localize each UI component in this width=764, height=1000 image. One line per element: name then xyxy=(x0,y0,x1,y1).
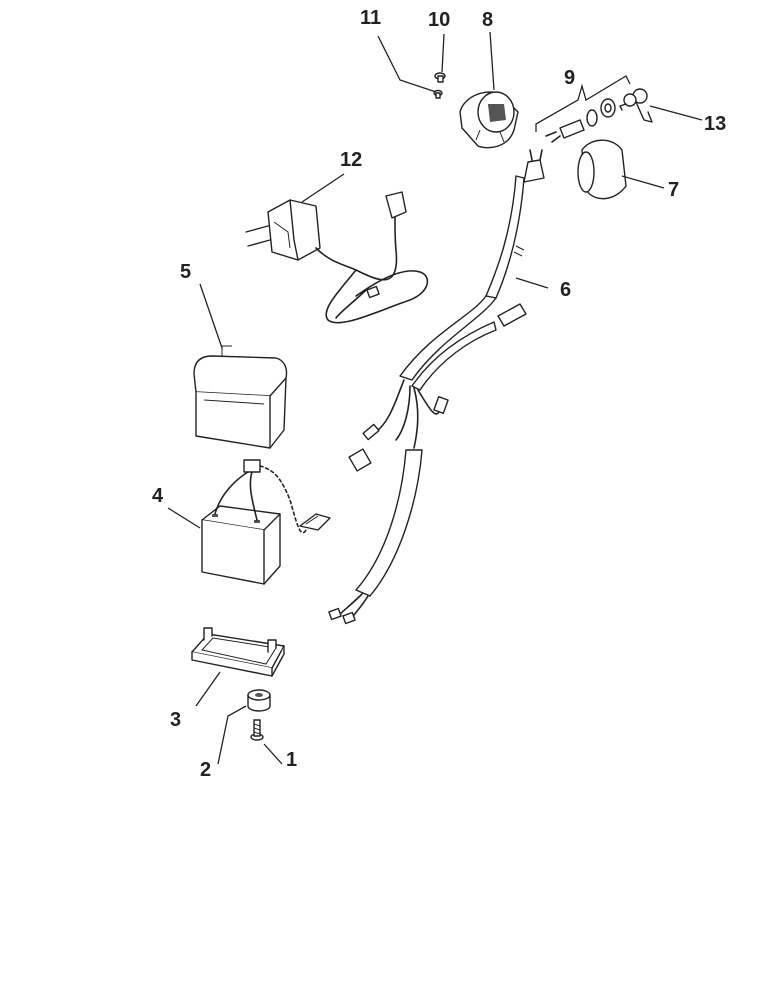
callout-12: 12 xyxy=(340,149,362,171)
part-12-charger xyxy=(245,191,429,324)
callout-9: 9 xyxy=(564,67,575,89)
part-9-key-switch xyxy=(545,98,616,143)
callout-10: 10 xyxy=(428,9,450,31)
callout-1: 1 xyxy=(286,749,297,771)
part-6-wiring-harness xyxy=(328,149,545,625)
part-5-battery-cover xyxy=(193,345,288,449)
callout-7: 7 xyxy=(668,179,679,201)
part-3-battery-tray xyxy=(191,627,285,677)
callout-2: 2 xyxy=(200,759,211,781)
callout-11: 11 xyxy=(360,7,381,29)
part-8-switch-housing xyxy=(459,91,519,149)
part-10-screw xyxy=(434,72,446,83)
callout-5: 5 xyxy=(180,261,191,283)
callout-labels: 1 2 3 4 5 6 7 8 9 10 11 12 13 xyxy=(152,7,726,781)
part-2-spacer xyxy=(247,689,271,712)
callout-8: 8 xyxy=(482,9,493,31)
part-4-battery xyxy=(201,459,331,585)
callout-4: 4 xyxy=(152,485,164,507)
part-1-screw xyxy=(250,719,264,741)
callout-3: 3 xyxy=(170,709,181,731)
callout-13: 13 xyxy=(704,113,726,135)
part-7-cap xyxy=(577,139,627,200)
callout-6: 6 xyxy=(560,279,571,301)
leader-lines xyxy=(167,31,703,765)
part-13-keys xyxy=(619,88,653,123)
